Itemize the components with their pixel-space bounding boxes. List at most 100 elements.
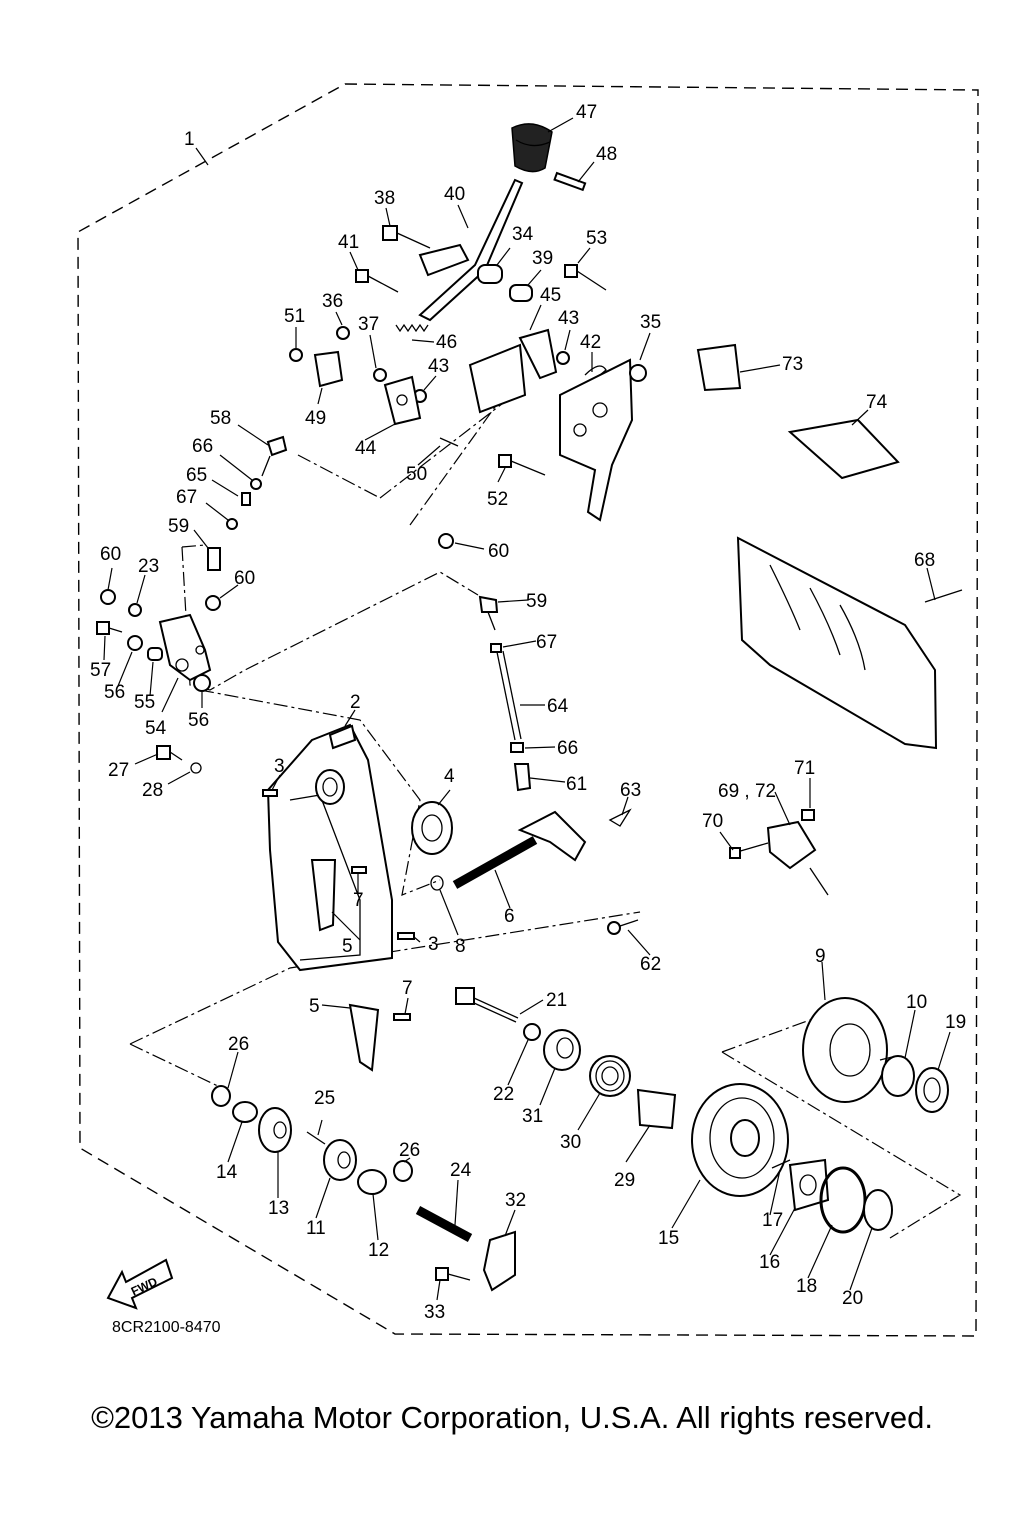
callout-66: 66 [192,436,213,457]
callout-27: 27 [108,760,129,781]
shift-shaft-6 [452,810,587,889]
callout-69-72: 69 , 72 [718,781,776,802]
callout-32: 32 [505,1190,526,1211]
callout-61: 61 [566,774,587,795]
callout-15: 15 [658,1228,679,1249]
callout-39: 39 [532,248,553,269]
copyright-notice: ©2013 Yamaha Motor Corporation, U.S.A. A… [91,1400,933,1435]
callout-36: 36 [322,291,343,312]
pin [393,1013,411,1021]
callout-2: 2 [350,692,361,713]
callout-54: 54 [145,718,167,739]
gear [258,1107,292,1153]
plate [482,1230,516,1292]
callout-6: 6 [504,906,515,927]
callout-43: 43 [428,356,449,377]
callout-26: 26 [399,1140,420,1161]
callout-30: 30 [560,1132,581,1153]
shift-rod [496,651,516,741]
nut [373,368,387,382]
bolt [439,437,459,447]
pin [607,919,639,935]
decal [787,418,900,480]
callout-53: 53 [586,228,607,249]
callout-17: 17 [762,1210,783,1231]
switch [313,350,344,388]
shift-lever [418,178,524,322]
callout-labels: 1 2 3 3 4 5 5 6 7 7 8 9 10 11 12 13 14 1… [90,102,966,1323]
tensioner-arm [348,1003,380,1072]
bolt [455,987,519,1023]
spring-clip [584,365,607,381]
callout-31: 31 [522,1106,543,1127]
driven-sprocket [691,1083,789,1197]
callout-8: 8 [455,936,466,957]
nut [490,643,502,653]
callout-47: 47 [576,102,597,123]
callout-45: 45 [540,285,561,306]
rod-end [207,547,221,571]
callout-55: 55 [134,692,155,713]
clip [608,808,632,827]
callout-7: 7 [353,890,364,911]
bushing [477,264,503,284]
collar [147,647,163,661]
washer [128,603,142,617]
rod-end [478,595,499,613]
callout-67: 67 [176,487,197,508]
callout-73: 73 [782,354,803,375]
bearing [879,1055,915,1097]
callout-57: 57 [90,660,111,681]
tensioner-arm [310,859,337,932]
callout-46: 46 [436,332,457,353]
shaft [415,1206,473,1242]
callout-25: 25 [314,1088,335,1109]
callout-21: 21 [546,990,567,1011]
circlip [430,875,444,891]
cover-panel [736,536,938,750]
o-ring [190,762,202,774]
bolt [435,1267,471,1281]
bolt [355,269,399,293]
callout-70: 70 [702,811,723,832]
gear [802,997,888,1103]
callout-26: 26 [228,1034,249,1055]
callout-12: 12 [368,1240,389,1261]
bolt [156,745,183,761]
cam [788,1158,830,1212]
leader-lines [103,117,951,1301]
nut [438,533,454,549]
callout-48: 48 [596,144,617,165]
spring-pin [771,1159,791,1169]
callout-59: 59 [168,516,189,537]
callout-59: 59 [526,591,547,612]
bushing [543,1029,581,1071]
bearing [411,801,453,855]
bellcrank [158,613,212,682]
callout-13: 13 [268,1198,289,1219]
callout-50: 50 [406,464,427,485]
callout-44: 44 [355,438,377,459]
pin [553,171,587,192]
callout-4: 4 [444,766,455,787]
shift-outline [199,389,521,896]
washer [523,1023,541,1041]
washer [336,326,350,340]
callout-43: 43 [558,308,579,329]
nut [100,589,116,605]
callout-52: 52 [487,489,508,510]
callout-62: 62 [640,954,661,975]
washer [211,1085,231,1107]
callout-38: 38 [374,188,395,209]
callout-40: 40 [444,184,465,205]
callout-11: 11 [306,1218,326,1239]
pin [351,866,367,874]
callout-7: 7 [402,978,413,999]
rivet [924,589,963,603]
callout-10: 10 [906,992,927,1013]
washer [863,1189,893,1231]
callout-19: 19 [945,1012,966,1033]
washer [393,1160,413,1182]
nut [289,348,303,362]
callout-60: 60 [100,544,121,565]
